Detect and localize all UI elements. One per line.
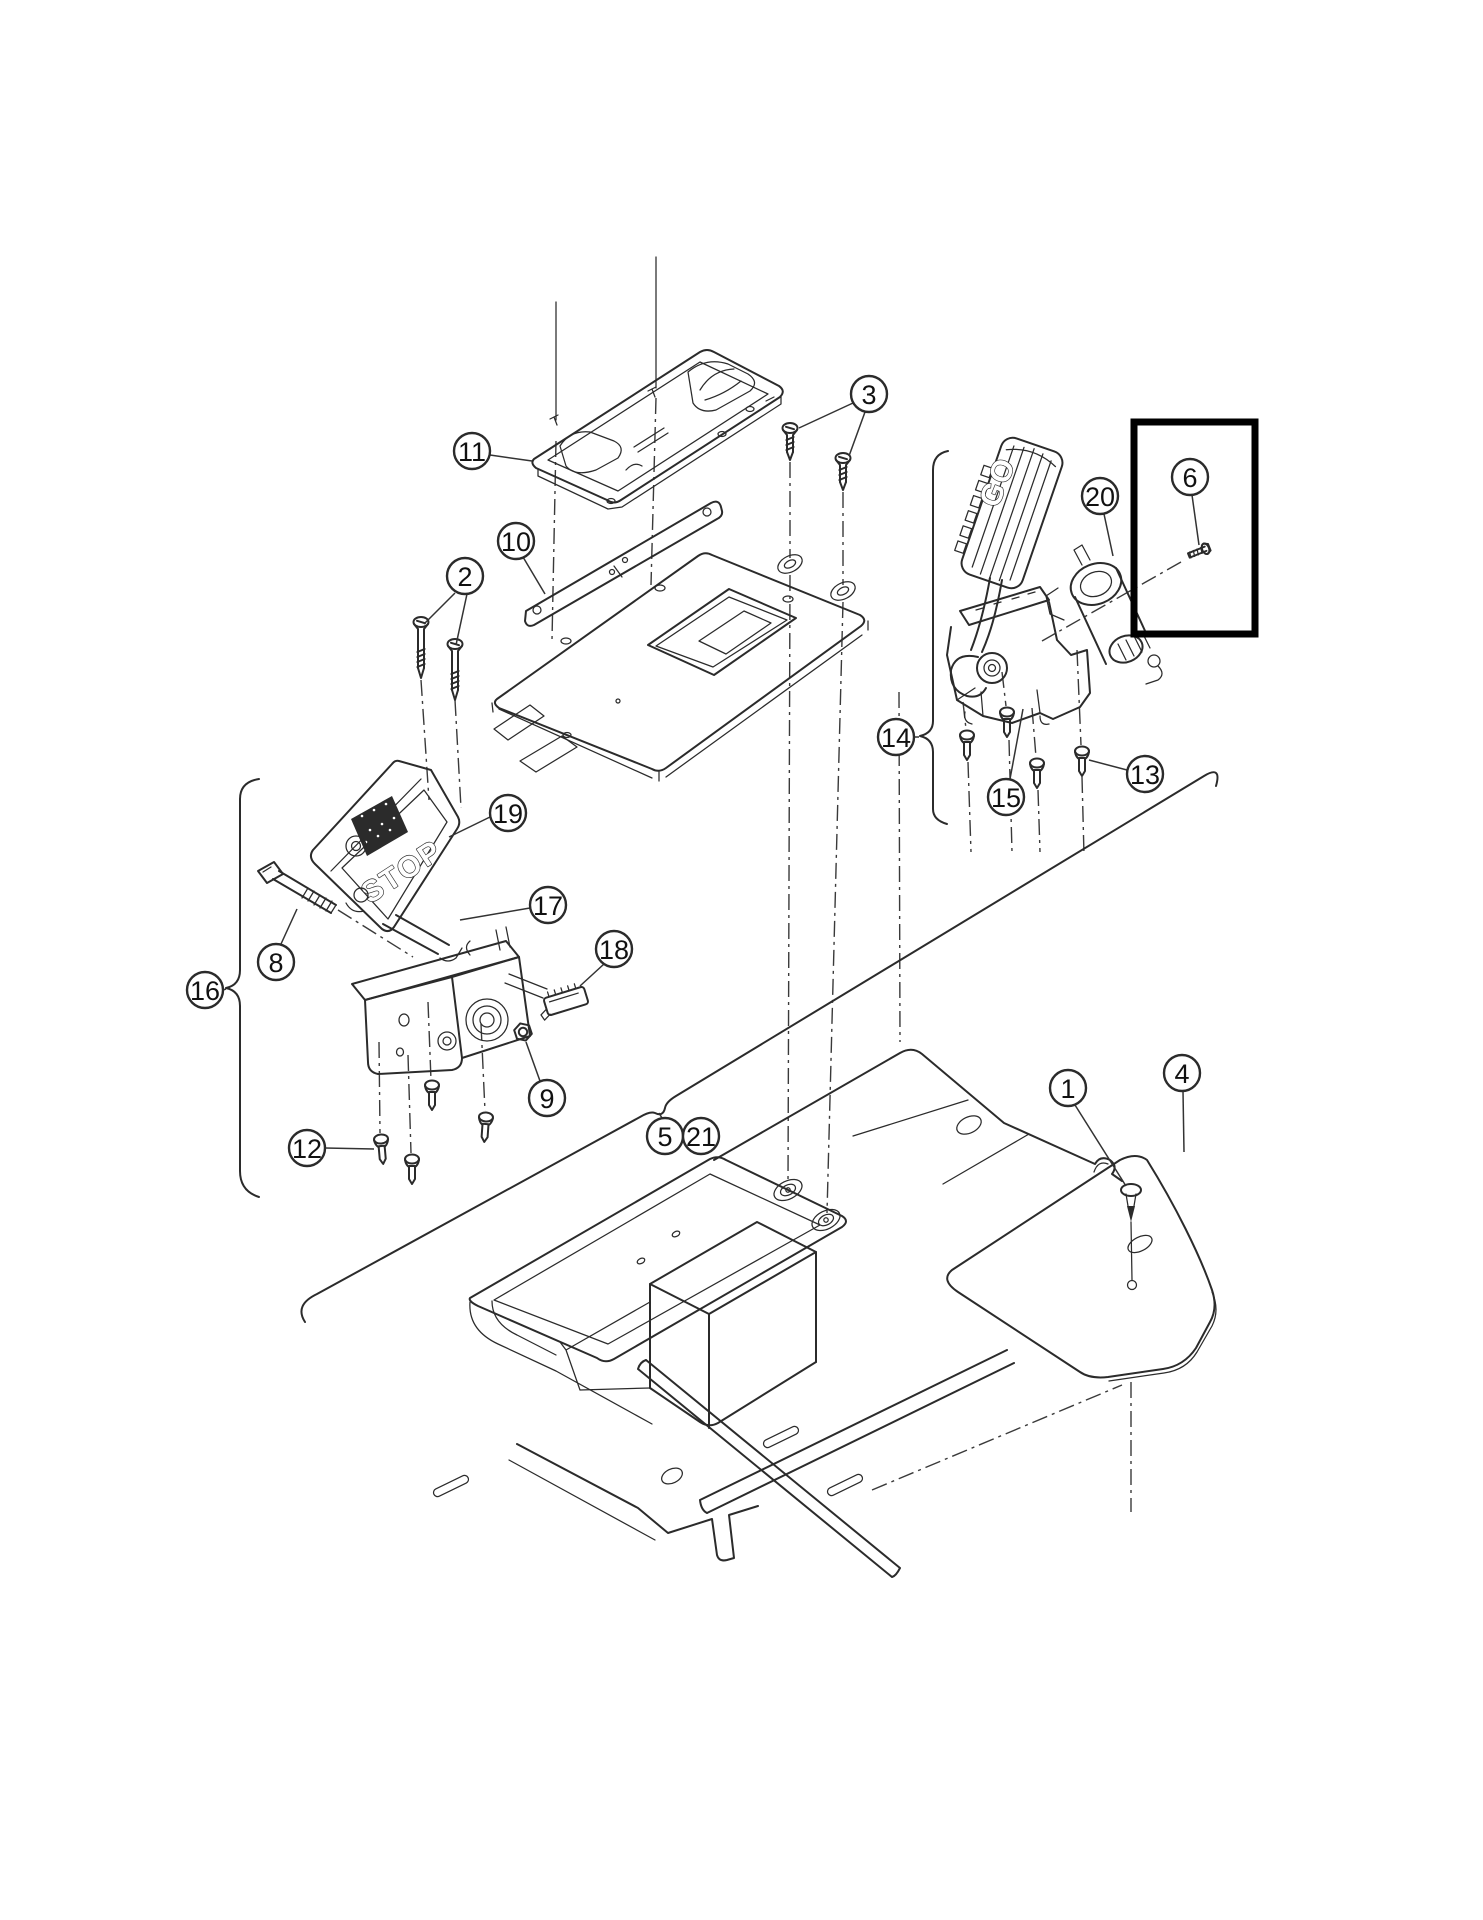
callout-1-balloon [1048, 1068, 1088, 1108]
brace-16-bracket [225, 778, 260, 1198]
callout-3: 3 [798, 374, 889, 457]
callout-10: 10 [496, 521, 546, 595]
callout-15-balloon [986, 777, 1026, 817]
grip-patch [351, 796, 408, 856]
callout-5-number: 5 [657, 1122, 672, 1152]
callout-15: 15 [986, 708, 1026, 817]
callout-19: 19 [448, 793, 528, 838]
bracket-screws [372, 1079, 495, 1185]
callout-4-number: 4 [1174, 1059, 1189, 1089]
callout-17-number: 17 [533, 891, 563, 921]
callout-9-leader [525, 1041, 541, 1082]
callout-13-number: 13 [1130, 760, 1160, 790]
callout-18-balloon [594, 929, 634, 969]
callout-1-leader [1074, 1104, 1127, 1187]
pedal-base-plate [491, 552, 869, 782]
callout-2-leader [423, 592, 456, 625]
callout-1: 1 [1048, 1068, 1127, 1187]
callout-3-balloon [849, 374, 889, 414]
cover-plate [531, 349, 784, 510]
callout-8-number: 8 [268, 948, 283, 978]
retainer-strip [524, 500, 724, 627]
callout-2-balloon [445, 556, 485, 596]
callout-4-leader [1182, 1090, 1185, 1153]
callout-6: 6 [1170, 457, 1210, 546]
callout-10-leader [522, 556, 546, 595]
brake-bracket-assembly [351, 926, 548, 1075]
callout-6-number: 6 [1182, 463, 1197, 493]
callout-9-balloon [527, 1078, 567, 1118]
callout-19-balloon [488, 793, 528, 833]
callout-6-balloon [1170, 457, 1210, 497]
callout-11: 11 [452, 431, 533, 471]
callout-2: 2 [423, 556, 485, 646]
callout-9: 9 [525, 1041, 567, 1118]
callout-8: 8 [256, 908, 298, 982]
callout-21: 21 [681, 1116, 721, 1156]
callout-15-number: 15 [991, 783, 1021, 813]
callout-18-number: 18 [599, 935, 629, 965]
callout-12: 12 [287, 1128, 375, 1168]
callout-16: 16 [185, 970, 227, 1010]
access-panel [946, 1155, 1217, 1382]
stop-pedal: STOP [309, 759, 463, 962]
grip-dots [360, 802, 396, 844]
callout-17-leader [459, 907, 531, 921]
callout-14-number: 14 [881, 723, 911, 753]
accelerator-module [1045, 544, 1163, 685]
push-rivet [1120, 1183, 1142, 1281]
callout-12-leader [324, 1147, 375, 1150]
callout-20: 20 [1080, 476, 1120, 557]
callout-18: 18 [579, 929, 634, 987]
callout-14: 14 [876, 717, 919, 757]
callout-12-number: 12 [292, 1134, 322, 1164]
part6-screw [1187, 542, 1212, 559]
callout-11-leader [489, 454, 533, 462]
callout-13-balloon [1125, 754, 1165, 794]
callout-10-balloon [496, 521, 536, 561]
callout-6-leader [1191, 494, 1200, 546]
callout-5: 5 [645, 1112, 685, 1156]
go-pedal-assembly: GO [946, 436, 1091, 725]
highlight-box-part-6 [1130, 418, 1259, 638]
callout-20-balloon [1080, 476, 1120, 516]
switch-block [540, 983, 589, 1021]
callout-2-number: 2 [457, 562, 472, 592]
callout-2-leader [455, 593, 468, 646]
callout-8-leader [280, 908, 298, 945]
callout-20-leader [1103, 513, 1114, 557]
callout-19-number: 19 [493, 799, 523, 829]
callout-14-balloon [876, 717, 916, 757]
callout-11-balloon [452, 431, 492, 471]
callout-10-number: 10 [501, 527, 531, 557]
callout-17: 17 [459, 885, 568, 925]
callout-11-number: 11 [458, 437, 486, 467]
callout-3-leader [798, 402, 854, 429]
callout-17-balloon [528, 885, 568, 925]
callout-8-balloon [256, 942, 296, 982]
callout-16-number: 16 [190, 976, 220, 1006]
carriage-bolt [257, 861, 337, 914]
callout-1-number: 1 [1060, 1074, 1075, 1104]
callout-15-leader [1009, 708, 1024, 780]
callout-3-leader [848, 411, 866, 457]
callout-18-leader [579, 963, 605, 987]
callout-9-number: 9 [539, 1084, 554, 1114]
brace-14-bracket [919, 450, 949, 825]
callout-20-number: 20 [1085, 482, 1115, 512]
callout-16-balloon [185, 970, 225, 1010]
callout-21-balloon [681, 1116, 721, 1156]
callout-12-balloon [287, 1128, 327, 1168]
callout-4: 4 [1162, 1053, 1202, 1153]
callout-21-number: 21 [686, 1122, 716, 1152]
callout-4-balloon [1162, 1053, 1202, 1093]
callout-3-number: 3 [861, 380, 876, 410]
floor-panel [300, 771, 1219, 1578]
callout-19-leader [448, 816, 491, 838]
callout-13-leader [1088, 759, 1128, 771]
callout-13: 13 [1088, 754, 1165, 794]
